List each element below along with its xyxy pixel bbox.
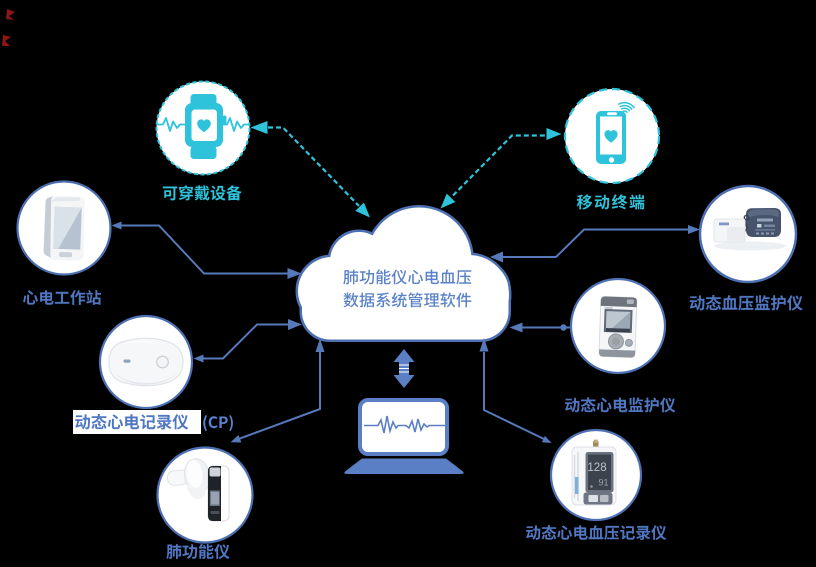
svg-text:128: 128: [587, 462, 606, 474]
svg-text:91: 91: [598, 478, 608, 488]
